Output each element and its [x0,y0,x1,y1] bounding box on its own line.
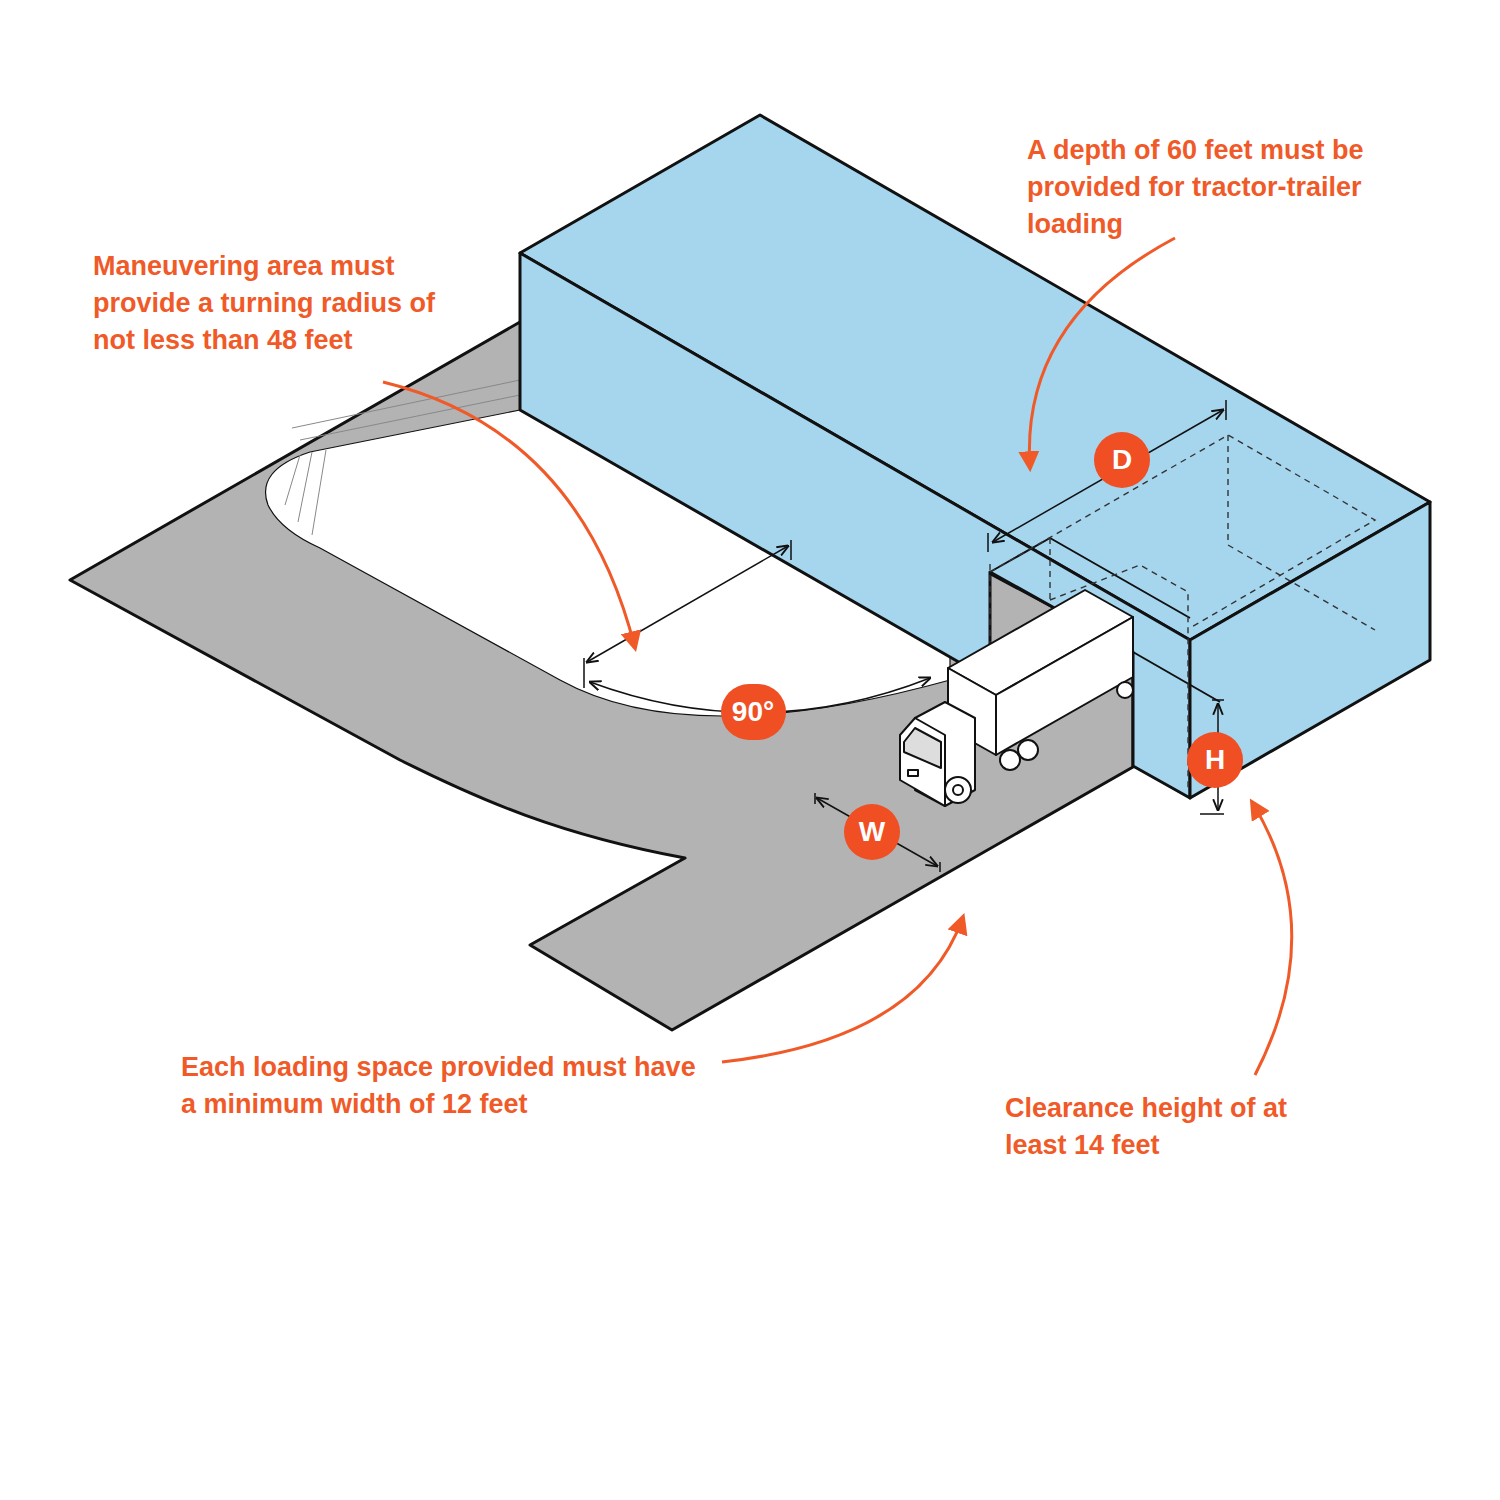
truck [900,590,1133,806]
callout-letter: 90° [732,697,774,727]
callout-circle: D [1094,432,1150,488]
callout-circle: 90° [721,684,786,740]
leader-arrows [383,238,1292,1075]
callout-letter: H [1205,745,1225,775]
callout-letter: D [1112,445,1132,475]
callout-circle: H [1187,732,1243,788]
callout-circle: W [844,804,900,860]
callout-note: Clearance height of at least 14 feet [1005,1090,1355,1164]
dimension-lines [584,400,1226,872]
building [520,115,1430,798]
callout-note: Maneuvering area must provide a turning … [93,248,463,359]
callout-note: A depth of 60 feet must be provided for … [1027,132,1447,243]
callout-letter: W [859,817,885,847]
callout-note: Each loading space provided must have a … [181,1049,711,1123]
